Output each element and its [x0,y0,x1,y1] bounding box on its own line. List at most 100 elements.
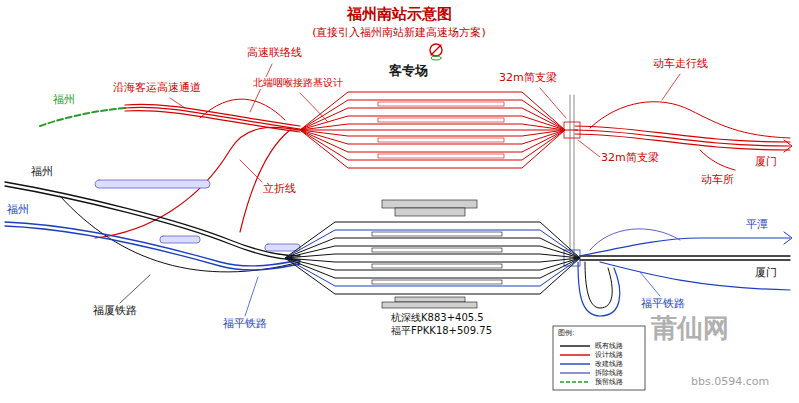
yard-track [300,130,565,160]
arrow-symbol [784,140,792,152]
existing-line [60,196,300,272]
yard-track [285,222,580,258]
yard-track [300,92,565,130]
bar-symbol [160,236,200,243]
map-label: 福平铁路 [640,298,686,311]
map-label: 福州 [6,204,30,217]
yard-track [285,246,580,258]
map-label: 厦门 [754,156,778,169]
legend-sample [560,354,590,355]
rebuilt-line [600,262,790,290]
yard-track [300,130,565,144]
symbol [431,56,441,60]
map-label: 32m简支梁 [600,152,660,165]
map-label: 32m简支梁 [498,72,558,85]
existing-line [580,259,790,260]
watermark: bbs.0594.com [690,376,770,389]
map-label: 福厦铁路 [92,305,138,318]
drawing-part [560,346,590,382]
arrow-symbol [784,232,792,244]
legend-sample [560,381,590,382]
design-line [95,127,300,238]
design-line [125,111,300,132]
map-label: 立折线 [262,183,297,196]
legend-text: 设计线路 [594,351,624,359]
platform-block [382,302,477,308]
platform-block [395,208,465,216]
map-label: 动车走行线 [652,58,709,71]
leader-line [120,275,150,303]
map-label: 图例: [557,329,575,337]
legend-text: 预留线路 [594,378,624,386]
yard-track [300,130,565,136]
platform [372,280,502,284]
design-line [590,102,790,138]
bar-symbol [95,180,210,188]
platform [378,154,504,158]
legend-sample [560,363,590,364]
map-label: 福州 [30,166,54,179]
drawing-part [285,92,580,308]
leader-line [240,160,262,182]
removed-line [590,229,680,250]
yard-track [285,238,580,258]
bridge-line [570,95,571,262]
rebuilt-line [580,238,790,256]
leader-line [540,88,566,118]
platform [372,264,502,268]
map-label: 高速联络线 [246,47,303,60]
rebuilt-line [5,226,300,270]
map-label: 福平铁路 [222,318,268,331]
legend-text: 拆除线路 [594,369,624,377]
yard-track [285,258,580,262]
existing-line [585,262,612,308]
yard-track [300,100,565,130]
map-label: 客专场 [388,64,429,79]
rebuilt-line [578,262,620,316]
map-label: 杭深线K883+405.5 [390,312,485,324]
yard-track [285,258,580,286]
yard-track [300,108,565,130]
yard-track [300,116,565,130]
design-line [200,99,285,120]
symbol [431,45,441,55]
platform-block [395,297,465,302]
platform [378,118,504,122]
bridge-line [574,95,575,262]
legend-text: 既有线路 [594,342,624,350]
yard-track [300,130,565,168]
legend-sample [560,345,590,346]
map-label: 福州 [52,94,76,107]
legend-sample [560,372,590,373]
leader-line [300,93,328,122]
design-line [240,130,290,232]
legend-frame [553,326,645,390]
map-label: 沿海客运高速通道 [112,82,202,95]
map-label: 北端咽喉接路基设计 [252,77,344,89]
leader-line [170,98,185,108]
yard-track [285,230,580,258]
main-track [290,129,578,130]
yard-track [285,258,580,294]
platform [378,138,504,142]
caption: (直接引入福州南站新建高速场方案) [311,27,487,40]
symbol [430,44,442,56]
yard-track [300,124,565,130]
map-label: 福平FPKK18+509.75 [390,325,493,337]
watermark: 莆仙网 [650,314,730,344]
leader-line [245,277,258,316]
design-line [575,134,790,150]
title: 福州南站示意图 [346,6,453,23]
yard-track [300,130,565,152]
design-line [700,150,735,170]
platform [372,232,502,236]
leader-line [662,74,680,100]
yard-track [285,258,580,278]
existing-line [580,255,790,256]
yard-track [285,254,580,258]
bar-symbol [265,244,300,251]
platform [378,102,504,106]
map-label: 平潭 [745,219,769,232]
drawing-part [5,44,792,390]
